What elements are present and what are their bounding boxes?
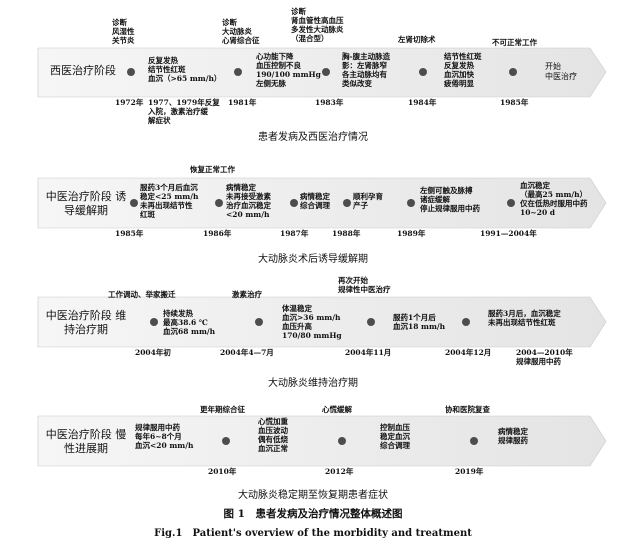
event-above-2-1: 恢复正常工作 — [190, 165, 235, 174]
event-below-4-4: 控制血压 稳定血沉 综合调理 — [380, 423, 410, 450]
event-above-4-1: 更年期综合征 — [200, 405, 245, 414]
timeline-dot — [127, 68, 135, 76]
timeline-dot — [215, 199, 223, 207]
event-year-2-1: 1986年 — [203, 229, 232, 238]
event-year-2-5: 1991—2004年 — [480, 229, 537, 238]
phase-label-3: 中医治疗阶段 维持治疗期 — [45, 309, 127, 336]
timeline-dot — [507, 199, 515, 207]
event-below-3-4: 服药1个月后 血沉18 mm/h — [393, 313, 446, 331]
phase-label-1: 西医治疗阶段 — [50, 64, 116, 77]
event-above-1-9: 不可正常工作 — [492, 38, 537, 47]
phase-label-4: 中医治疗阶段 慢性进展期 — [45, 428, 127, 455]
event-below-1-6: 胸-腹主动脉造 影：左肾脉窄 各主动脉均有 类似改变 — [342, 52, 391, 88]
event-above-3-3: 再次开始 规律性中医治疗 — [338, 276, 391, 294]
timeline-dot — [338, 437, 346, 445]
event-below-4-6: 病情稳定 规律服药 — [498, 427, 528, 445]
event-above-1-7: 左肾切除术 — [398, 35, 436, 44]
event-below-4-2: 心慌加重 血压波动 偶有低烧 血沉正常 — [258, 417, 288, 453]
event-below-2-4: 左侧可触及脉搏 诸症缓解 停止规律服用中药 — [420, 186, 480, 213]
timeline-dot — [419, 68, 427, 76]
timeline-dot — [407, 199, 415, 207]
event-year-4-3: 2012年 — [325, 467, 354, 476]
event-below-2-2: 病情稳定 综合调理 — [300, 192, 330, 210]
event-year-1-9: 1985年 — [500, 98, 529, 107]
event-year-2-0: 1985年 — [115, 229, 144, 238]
event-below-1-8: 结节性红斑 反复发热 血沉加快 疲倦明显 — [444, 52, 482, 88]
timeline-dot — [150, 318, 158, 326]
event-year-1-3: 1981年 — [228, 98, 257, 107]
event-below-1-1: 反复发热 结节性红斑 血沉（>65 mm/h） — [148, 56, 222, 83]
figure-title-en: Fig.1 Patient's overview of the morbidit… — [154, 528, 472, 539]
timeline-dot — [462, 318, 470, 326]
event-year-2-2: 1987年 — [280, 229, 309, 238]
caption-2: 大动脉炎术后诱导缓解期 — [258, 254, 368, 265]
event-below-3-6: 服药3月后，血沉稳定 未再出现结节性红斑 — [488, 309, 561, 327]
event-year-3-3: 2004年11月 — [345, 348, 392, 357]
timeline-dot — [130, 199, 138, 207]
arrow-text-1: 开始 中医治疗 — [545, 62, 577, 81]
phase-label-2: 中医治疗阶段 诱导缓解期 — [45, 190, 127, 217]
figure-title: 图 1 患者发病及治疗情况整体概述图 — [223, 508, 403, 520]
timeline-dot — [322, 68, 330, 76]
timeline-dot — [290, 199, 298, 207]
caption-1: 患者发病及西医治疗情况 — [258, 132, 368, 143]
timeline-dot — [509, 68, 517, 76]
event-year-3-4: 2004年12月 — [445, 348, 492, 357]
timeline-dot — [255, 318, 263, 326]
timeline-dot — [343, 199, 351, 207]
timeline-dot — [222, 437, 230, 445]
event-above-4-3: 心慌缓解 — [322, 405, 352, 414]
event-below-2-1: 病情稳定 未再接受激素 治疗血沉稳定 <20 mm/h — [226, 183, 271, 219]
event-above-3-1: 激素治疗 — [232, 290, 262, 299]
event-year-4-1: 2010年 — [208, 467, 237, 476]
event-below-1-4: 心功能下降 血压控制不良 190/100 mmHg 左侧无脉 — [256, 52, 321, 88]
event-year-3-6: 2004—2010年 规律服用中药 — [516, 348, 573, 366]
event-year-3-0: 2004年初 — [135, 348, 171, 357]
timeline-arrow-4 — [37, 415, 607, 467]
event-year-1-5: 1983年 — [315, 98, 344, 107]
event-below-3-0: 持续发热 最高38.6 ℃ 血沉68 mm/h — [163, 309, 216, 336]
event-year-2-3: 1988年 — [332, 229, 361, 238]
event-year-1-7: 1984年 — [408, 98, 437, 107]
timeline-arrow-3 — [37, 296, 607, 348]
event-year-4-5: 2019年 — [455, 467, 484, 476]
caption-4: 大动脉炎稳定期至恢复期患者症状 — [238, 490, 388, 501]
timeline-dot — [367, 318, 375, 326]
caption-3: 大动脉炎维持治疗期 — [268, 378, 358, 389]
event-year-3-1: 2004年4—7月 — [220, 348, 274, 357]
event-above-4-5: 协和医院复查 — [445, 405, 490, 414]
event-below-4-0: 规律服用中药 每年6~8个月 血沉<20 mm/h — [135, 423, 194, 450]
event-below-3-2: 体温稳定 血沉>36 mm/h 血压升高 170/80 mmHg — [282, 304, 342, 340]
event-above-1-0: 诊断 风湿性 关节炎 — [112, 18, 135, 45]
event-above-3-0: 工作调动、举家搬迁 — [108, 290, 176, 299]
event-year-2-4: 1989年 — [397, 229, 426, 238]
event-below-2-3: 顺利孕育 产子 — [353, 192, 383, 210]
timeline-dot — [234, 68, 242, 76]
event-above-1-3: 诊断 大动脉炎 心肾综合征 — [222, 18, 260, 45]
event-below-2-5: 血沉稳定 （最高25 mm/h） 仅在低热时服用中药 10~20 d — [520, 181, 588, 217]
event-above-1-5: 诊断 肾血管性高血压 多发性大动脉炎 （混合型） — [291, 7, 344, 43]
timeline-arrow-2 — [37, 177, 607, 229]
event-year-1-0: 1972年 — [115, 98, 144, 107]
event-below-2-0: 服药3个月后血沉 稳定<25 mm/h 未再出现结节性 红斑 — [140, 183, 199, 219]
timeline-dot — [470, 437, 478, 445]
event-year-1-2: 1977、1979年反复 入院，激素治疗缓 解症状 — [148, 98, 220, 125]
